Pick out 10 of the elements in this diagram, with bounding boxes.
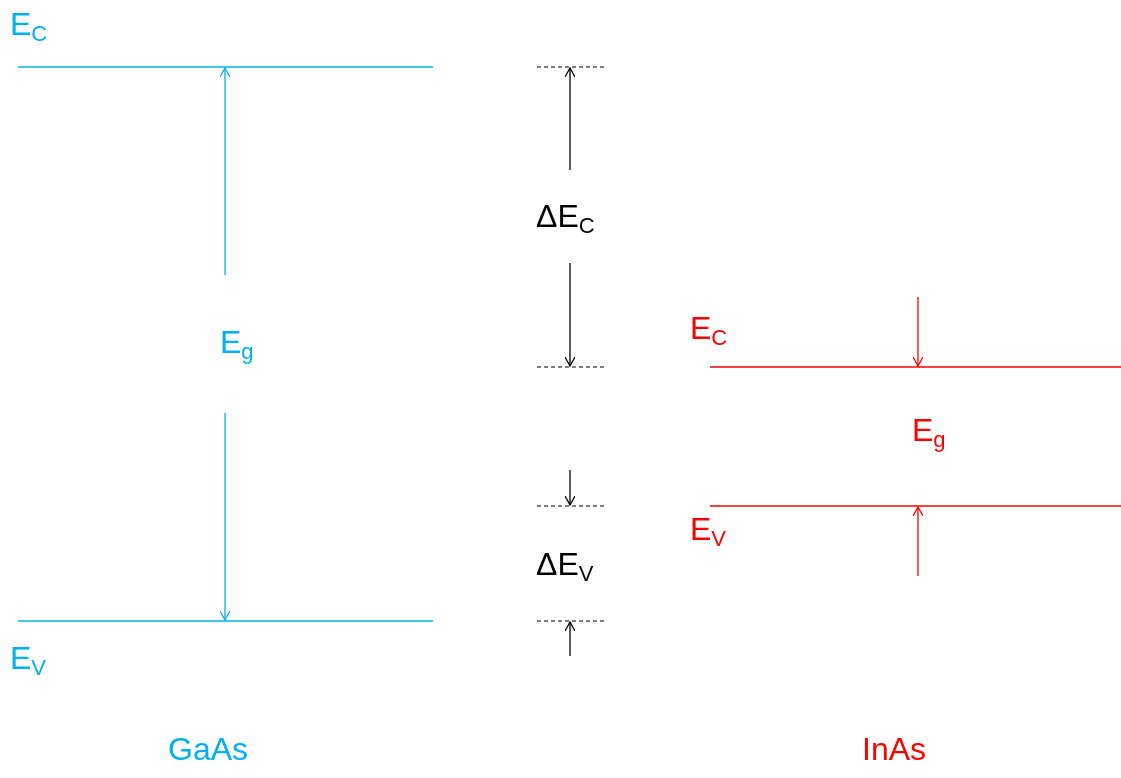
material-label: GaAs	[168, 733, 249, 765]
band-gap-label: E$_{g}$	[220, 326, 254, 363]
band-offset-label: ΔE$_{V}$	[536, 548, 594, 585]
energy-level-label: E$_{C}$	[10, 8, 48, 45]
band-gap-label: E$_{g}$	[912, 414, 946, 451]
energy-level-label: E$_{C}$	[690, 312, 728, 349]
band-offset-label: ΔE$_{C}$	[536, 200, 595, 237]
material-label: InAs	[862, 733, 927, 765]
energy-level-label: E$_{V}$	[690, 513, 727, 550]
energy-level-label: E$_{V}$	[10, 642, 47, 679]
